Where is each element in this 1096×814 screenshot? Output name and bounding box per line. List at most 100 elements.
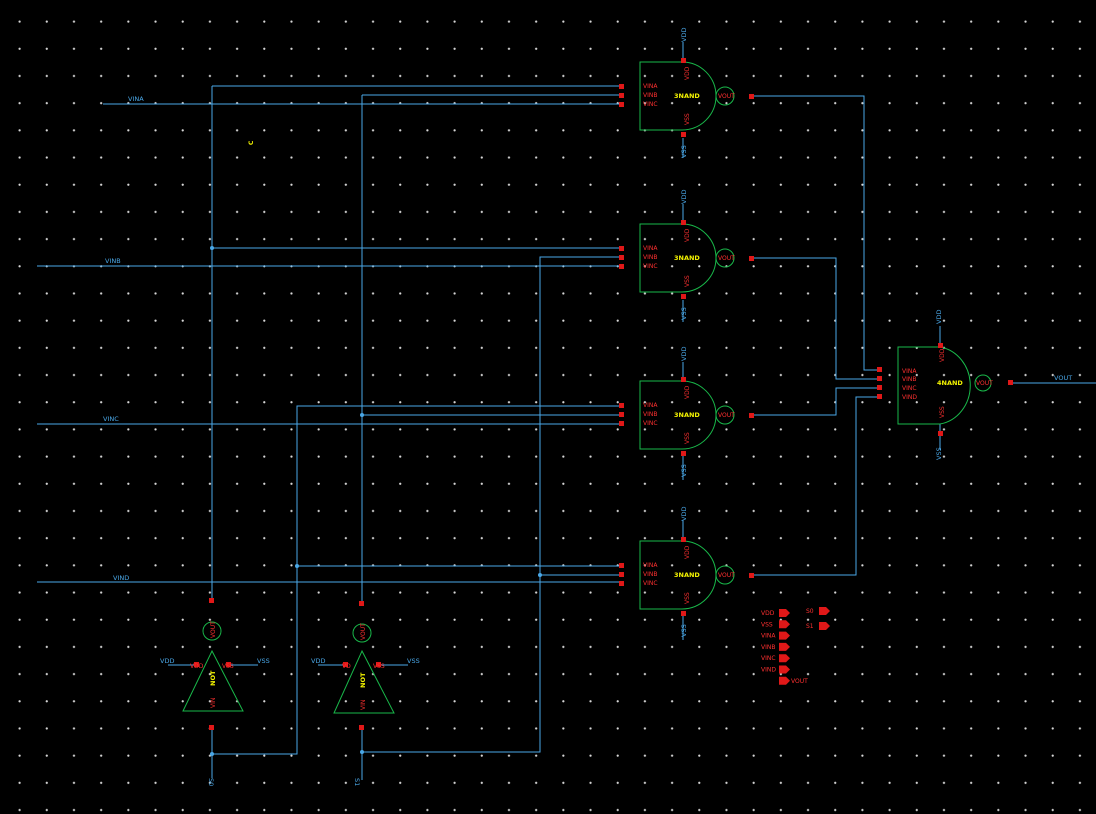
nand3-pin-vout[interactable] [749,94,754,99]
nand3-pinlabel-vinc: VINC [643,420,658,427]
port-s1[interactable]: S1 [806,622,830,630]
nand4-pin-vss[interactable] [938,431,943,436]
nand3-pin-vina[interactable] [619,403,624,408]
nand3-type-label: 3NAND [674,254,700,262]
nand4-pin-vind[interactable] [877,394,882,399]
nand4-pin-vout[interactable] [1008,380,1013,385]
port-symbol[interactable] [779,642,790,651]
wire-nand3-out[interactable] [752,387,880,416]
wire-s0-inverted[interactable] [212,405,622,755]
nand3-pinlabel-vinc: VINC [643,101,658,108]
junction-dot [210,246,214,250]
port-vinc[interactable]: VINC [761,654,790,663]
port-vss[interactable]: VSS [761,620,790,629]
nand3-pin-vinb[interactable] [619,255,624,260]
not-pin-vss[interactable] [376,662,381,667]
nand4-pin-vina[interactable] [877,367,882,372]
port-vout[interactable]: VOUT [779,676,808,685]
nand3-pinlabel-vout: VOUT [718,572,735,579]
nand3-pinlabel-vdd: VDD [684,66,691,80]
nand3-pin-vinb[interactable] [619,93,624,98]
nand3-pin-vinc[interactable] [619,102,624,107]
nand4-gate[interactable]: VINA VINB VINC VIND VOUT VDD VSS 4NAND V… [877,310,1013,460]
nand3-pin-vinc[interactable] [619,421,624,426]
nand3-pin-vinb[interactable] [619,412,624,417]
nand4-pin-vinb[interactable] [877,376,882,381]
port-label: VOUT [791,678,808,685]
not-pin-vdd[interactable] [343,662,348,667]
port-symbol[interactable] [779,620,790,629]
nand3-pin-vinb[interactable] [619,572,624,577]
nand3-pin-vina[interactable] [619,563,624,568]
port-vinb[interactable]: VINB [761,642,790,651]
nand3-pinlabel-vinb: VINB [643,254,657,261]
not-pinlabel-vout: VOUT [360,623,367,640]
nand3-pin-vdd[interactable] [681,58,686,63]
port-symbol[interactable] [779,631,790,640]
not-pin-vdd[interactable] [194,662,199,667]
nand4-net-vss: VSS [935,447,943,460]
port-vind[interactable]: VIND [761,665,790,674]
nand3-pin-vina[interactable] [619,246,624,251]
port-vina[interactable]: VINA [761,631,790,640]
nand4-pin-vinc[interactable] [877,385,882,390]
port-symbol[interactable] [819,607,830,615]
nand3-pin-vinc[interactable] [619,581,624,586]
net-vinb-label: VINB [105,257,121,265]
nand4-pinlabel-vinb: VINB [902,376,916,383]
port-symbol[interactable] [779,609,790,617]
port-symbol[interactable] [779,665,790,674]
nand3-pinlabel-vdd: VDD [684,385,691,399]
nand3-pin-vss[interactable] [681,294,686,299]
wire-nand4-out[interactable] [752,396,880,576]
net-vdd-label: VDD [160,657,174,665]
port-vdd[interactable]: VDD [761,609,790,617]
input-wires [37,103,622,583]
nand3-pinlabel-vout: VOUT [718,255,735,262]
nand3-pin-vdd[interactable] [681,220,686,225]
nand3-pin-vout[interactable] [749,413,754,418]
port-symbol[interactable] [779,654,790,663]
nand3-pin-vinc[interactable] [619,264,624,269]
port-symbol[interactable] [819,622,830,630]
nand3-pinlabel-vina: VINA [643,402,658,409]
nand3-type-label: 3NAND [674,571,700,579]
not-pin-vout[interactable] [209,598,214,603]
wire-s1-inverted[interactable] [362,256,622,753]
nand4-body[interactable] [897,346,971,425]
nand3-pin-vdd[interactable] [681,537,686,542]
not-gate-s0[interactable]: VOUT VIN VDD VSS NOT VDD VSS S0 [160,598,270,786]
not-bubble [202,621,222,641]
nand4-bubble [974,374,992,392]
not-pin-vin[interactable] [359,725,364,730]
nand3-pinlabel-vss: VSS [684,113,691,125]
not-pin-vout[interactable] [359,601,364,606]
not-gate-s1[interactable]: VOUT VIN VD VSS NOT VDD VSS S1 [311,601,420,786]
not-body[interactable] [333,649,395,714]
nand3-pin-vina[interactable] [619,84,624,89]
nand3-pin-vss[interactable] [681,451,686,456]
nand4-pin-vdd[interactable] [938,343,943,348]
wire-nand2-out[interactable] [752,257,880,380]
wire-nand1-out[interactable] [752,95,880,371]
not-body[interactable] [182,649,244,712]
nand3-pin-vss[interactable] [681,611,686,616]
nand3-pin-vout[interactable] [749,256,754,261]
nand3-pin-vss[interactable] [681,132,686,137]
nand4-pinlabel-vinc: VINC [902,385,917,392]
port-symbol[interactable] [779,676,790,685]
nand3-pinlabel-vina: VINA [643,83,658,90]
port-s0[interactable]: S0 [806,607,830,615]
not-pin-vss[interactable] [226,662,231,667]
nand3-pin-vout[interactable] [749,573,754,578]
nand3-pin-vdd[interactable] [681,377,686,382]
nand3-net-vss: VSS [680,624,688,637]
not-pin-vin[interactable] [209,725,214,730]
not-bubble [352,623,372,643]
